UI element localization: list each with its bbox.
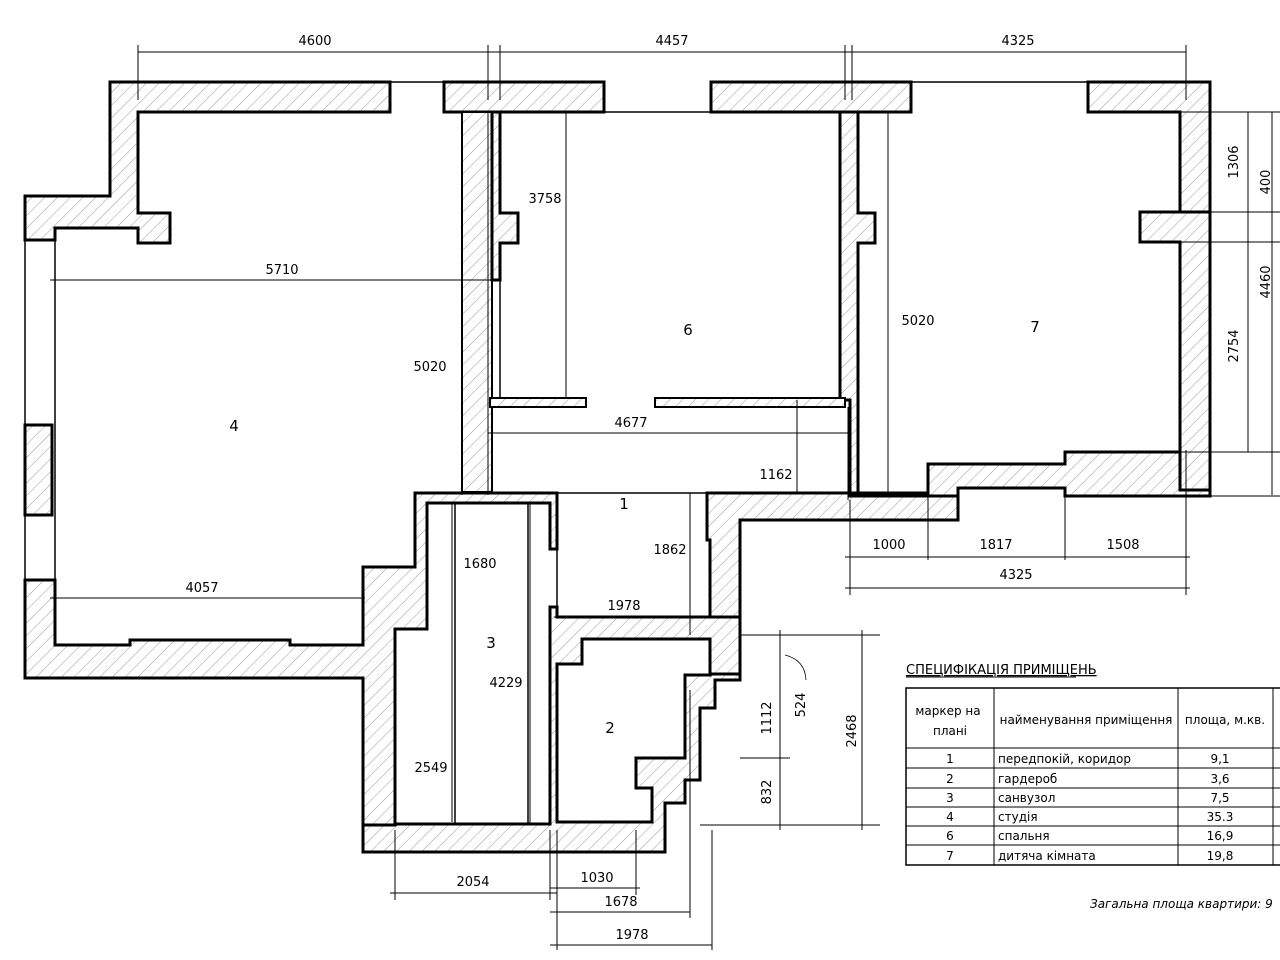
wall-top-left — [23, 80, 392, 245]
spec-row-marker: 1 — [946, 752, 954, 766]
dim-1112: 1112 — [760, 701, 775, 734]
wall-left-window — [23, 423, 54, 517]
dim-right-400: 400 — [1259, 170, 1274, 195]
dim-1508: 1508 — [1106, 538, 1139, 553]
dim-2549: 2549 — [414, 761, 447, 776]
spec-row-marker: 2 — [946, 772, 954, 786]
inner-lines — [24, 81, 1088, 825]
total-area: Загальна площа квартири: 9 — [1090, 897, 1273, 911]
room-marker-6: 6 — [683, 321, 693, 339]
dim-832: 832 — [760, 780, 775, 805]
wall-top-right — [1086, 80, 1212, 214]
room-markers: 1 2 3 4 6 7 — [229, 318, 1040, 737]
spec-row-name: передпокій, коридор — [998, 752, 1131, 766]
spec-row-name: санвузол — [998, 791, 1055, 805]
spec-row-marker: 6 — [946, 829, 954, 843]
spec-header-marker: маркер на — [915, 704, 980, 718]
spec-row-name: студія — [998, 810, 1038, 824]
dim-top-4325: 4325 — [1001, 34, 1034, 49]
room-marker-7: 7 — [1030, 318, 1040, 336]
room-marker-3: 3 — [486, 634, 496, 652]
spec-row-area: 3,6 — [1210, 772, 1229, 786]
spec-row-area: 9,1 — [1210, 752, 1229, 766]
dim-524: 524 — [794, 693, 809, 718]
dim-2468: 2468 — [845, 714, 860, 747]
dim-1162: 1162 — [759, 468, 792, 483]
spec-row-area: 35.3 — [1207, 810, 1234, 824]
dim-5020-room7: 5020 — [901, 314, 934, 329]
dim-4229: 4229 — [489, 676, 522, 691]
dim-5020-corridor: 5020 — [413, 360, 446, 375]
dimension-lines — [50, 45, 1280, 950]
dim-4677: 4677 — [614, 416, 647, 431]
wall-hall-right — [705, 491, 960, 619]
spec-row-marker: 3 — [946, 791, 954, 805]
dim-1000: 1000 — [872, 538, 905, 553]
spec-row-name: гардероб — [998, 772, 1057, 786]
wall-right — [1138, 210, 1212, 492]
dim-1817: 1817 — [979, 538, 1012, 553]
wall-top-c — [709, 80, 913, 114]
dim-2054: 2054 — [456, 875, 489, 890]
spec-row-area: 7,5 — [1210, 791, 1229, 805]
dim-1862: 1862 — [653, 543, 686, 558]
spec-header-marker-2: плані — [933, 724, 967, 738]
wall-left-bottom — [23, 491, 559, 827]
dim-1978-bottom: 1978 — [615, 928, 648, 943]
wall-bottom — [361, 605, 742, 854]
dim-1680: 1680 — [463, 557, 496, 572]
spec-row-area: 19,8 — [1207, 849, 1234, 863]
spec-row-name: спальня — [998, 829, 1050, 843]
wall-6-7 — [838, 110, 877, 495]
dim-right-2754: 2754 — [1227, 329, 1242, 362]
spec-row-marker: 7 — [946, 849, 954, 863]
dim-1678: 1678 — [604, 895, 637, 910]
dim-top-4600: 4600 — [298, 34, 331, 49]
dim-5710: 5710 — [265, 263, 298, 278]
walls — [23, 80, 1212, 854]
room-marker-2: 2 — [605, 719, 615, 737]
dim-top-4457: 4457 — [655, 34, 688, 49]
dim-1978-wardrobe: 1978 — [607, 599, 640, 614]
room-marker-4: 4 — [229, 417, 239, 435]
wall-room7-bottom — [848, 450, 1212, 498]
dimension-text: 4600 4457 4325 1306 400 4460 2754 3758 5… — [185, 34, 1274, 943]
room-marker-1: 1 — [619, 495, 629, 513]
dim-4325-bottom: 4325 — [999, 568, 1032, 583]
spec-header-name: найменування приміщення — [1000, 713, 1173, 727]
spec-row-area: 16,9 — [1207, 829, 1234, 843]
dim-3758: 3758 — [528, 192, 561, 207]
dim-right-1306: 1306 — [1227, 145, 1242, 178]
partition-6-right — [654, 397, 846, 408]
spec-row-marker: 4 — [946, 810, 954, 824]
partition-6-left — [489, 397, 587, 408]
dim-4057: 4057 — [185, 581, 218, 596]
dim-1030: 1030 — [580, 871, 613, 886]
spec-table: СПЕЦИФІКАЦІЯ ПРИМІЩЕНЬ маркер на плані н… — [905, 663, 1280, 911]
spec-header-area: площа, м.кв. — [1185, 713, 1265, 727]
wall-top-b — [442, 80, 606, 114]
spec-title: СПЕЦИФІКАЦІЯ ПРИМІЩЕНЬ — [906, 663, 1097, 678]
wall-room6-left — [490, 110, 520, 282]
dim-right-4460: 4460 — [1259, 265, 1274, 298]
spec-row-name: дитяча кімната — [998, 849, 1096, 863]
